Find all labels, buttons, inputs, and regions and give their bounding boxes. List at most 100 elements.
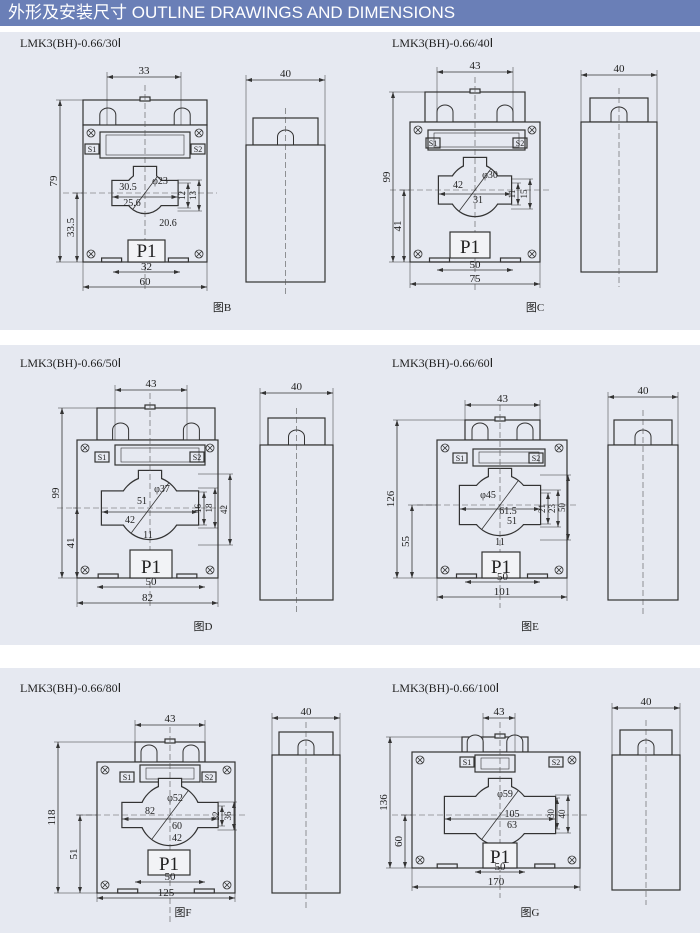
center-height-label: 33.5 (65, 217, 77, 237)
mount-spacing-label: 50 (497, 571, 509, 583)
screw-icon (440, 565, 450, 575)
top-width-label: 43 (470, 60, 482, 72)
screw-icon (100, 765, 110, 775)
inner-dimension-label: 61.5 (499, 506, 517, 517)
screw-icon (100, 880, 110, 890)
inner-dimension-label: 11 (143, 530, 153, 541)
terminal-p1-box (482, 842, 518, 869)
screw-icon (80, 565, 90, 575)
total-width-label: 170 (488, 876, 505, 888)
height-label: 99 (50, 487, 62, 499)
terminal-p1-label: P1 (136, 241, 156, 262)
mount-foot (534, 863, 556, 869)
arrow-icon (186, 183, 190, 208)
screw-icon (567, 855, 577, 865)
screw-icon (567, 755, 577, 765)
terminal-s1-label: S1 (463, 758, 471, 767)
screw-icon (527, 249, 537, 259)
mount-foot (193, 888, 215, 894)
line (206, 444, 214, 452)
vertical-dimension-label: 13 (188, 191, 198, 201)
screw-icon (194, 128, 204, 138)
terminal-screw-icon (112, 422, 130, 440)
terminal-screw-icon (466, 734, 484, 752)
terminal-s1-box (94, 451, 110, 463)
side-width-label: 40 (641, 696, 653, 708)
terminal-screw-icon (140, 744, 158, 762)
mount-foot (176, 573, 198, 579)
figure-label: 图B (213, 301, 231, 314)
line (568, 856, 576, 864)
center-height-label: 51 (68, 849, 80, 860)
terminal-p1-label: P1 (159, 854, 179, 875)
terminal-s2-box (190, 143, 206, 155)
nameplate-inner (433, 132, 520, 148)
figure-label: 图E (521, 620, 539, 633)
screw-icon (413, 249, 423, 259)
terminal-s2-box (548, 756, 564, 768)
model-title: LMK3(BH)-0.66/30Ⅰ (20, 36, 121, 50)
terminal-p1-label: P1 (460, 237, 480, 258)
terminal-s1-label: S1 (98, 453, 106, 462)
terminal-p1-label: P1 (141, 557, 161, 578)
arrow-icon (403, 815, 407, 868)
inner-dimension-label: 30.5 (119, 182, 137, 193)
screw-icon (554, 443, 564, 453)
mount-foot (167, 257, 189, 263)
height-label: 136 (378, 794, 390, 811)
total-width-label: 75 (470, 273, 482, 285)
diameter-line (132, 176, 158, 210)
total-width-label: 60 (140, 276, 152, 288)
terminal-p1-box (129, 549, 173, 579)
center-height-label: 41 (65, 538, 77, 549)
mount-spacing-label: 32 (141, 261, 152, 273)
terminal-screw-icon (99, 107, 117, 125)
screw-icon (205, 443, 215, 453)
arrow-icon (528, 179, 532, 209)
line (206, 566, 214, 574)
screw-icon (194, 249, 204, 259)
terminal-screw-icon (516, 422, 534, 440)
terminal-s2-label: S2 (552, 758, 560, 767)
terminal-screw-icon (182, 422, 200, 440)
inner-dimension-label: φ37 (154, 484, 170, 495)
line (441, 566, 449, 574)
mount-foot (499, 257, 522, 263)
vertical-dimension-label: 30 (546, 809, 556, 819)
model-title: LMK3(BH)-0.66/60Ⅰ (392, 356, 493, 370)
inner-dimension-label: 20.6 (159, 218, 177, 229)
screw-icon (86, 249, 96, 259)
top-width-label: 33 (139, 65, 151, 77)
figure-label: 图C (526, 301, 544, 314)
height-label: 126 (385, 490, 397, 507)
line (414, 250, 422, 258)
line (195, 129, 203, 137)
inner-dimension-label: 51 (137, 496, 147, 507)
screw-icon (413, 125, 423, 135)
inner-dimension-label: 42 (453, 180, 463, 191)
mount-spacing-label: 50 (495, 861, 507, 873)
mount-spacing-label: 50 (146, 576, 158, 588)
screw-icon (86, 128, 96, 138)
vertical-dimension-label: 11 (507, 190, 517, 199)
terminal-screw-icon (173, 107, 191, 125)
figure-label: 图G (521, 906, 540, 919)
vertical-dimension-label: 18 (204, 503, 214, 513)
height-label: 79 (48, 175, 60, 187)
terminal-s2-box (201, 771, 217, 783)
terminal-s1-label: S1 (88, 145, 96, 154)
inner-dimension-label: 42 (125, 515, 135, 526)
screw-icon (222, 765, 232, 775)
model-title: LMK3(BH)-0.66/40Ⅰ (392, 36, 493, 50)
vertical-dimension-label: 42 (219, 505, 229, 514)
mount-foot (455, 573, 478, 579)
terminal-p1-box (127, 239, 166, 263)
model-title: LMK3(BH)-0.66/80Ⅰ (20, 681, 121, 695)
arrow-icon (475, 870, 525, 874)
line (195, 250, 203, 258)
line (223, 766, 231, 774)
